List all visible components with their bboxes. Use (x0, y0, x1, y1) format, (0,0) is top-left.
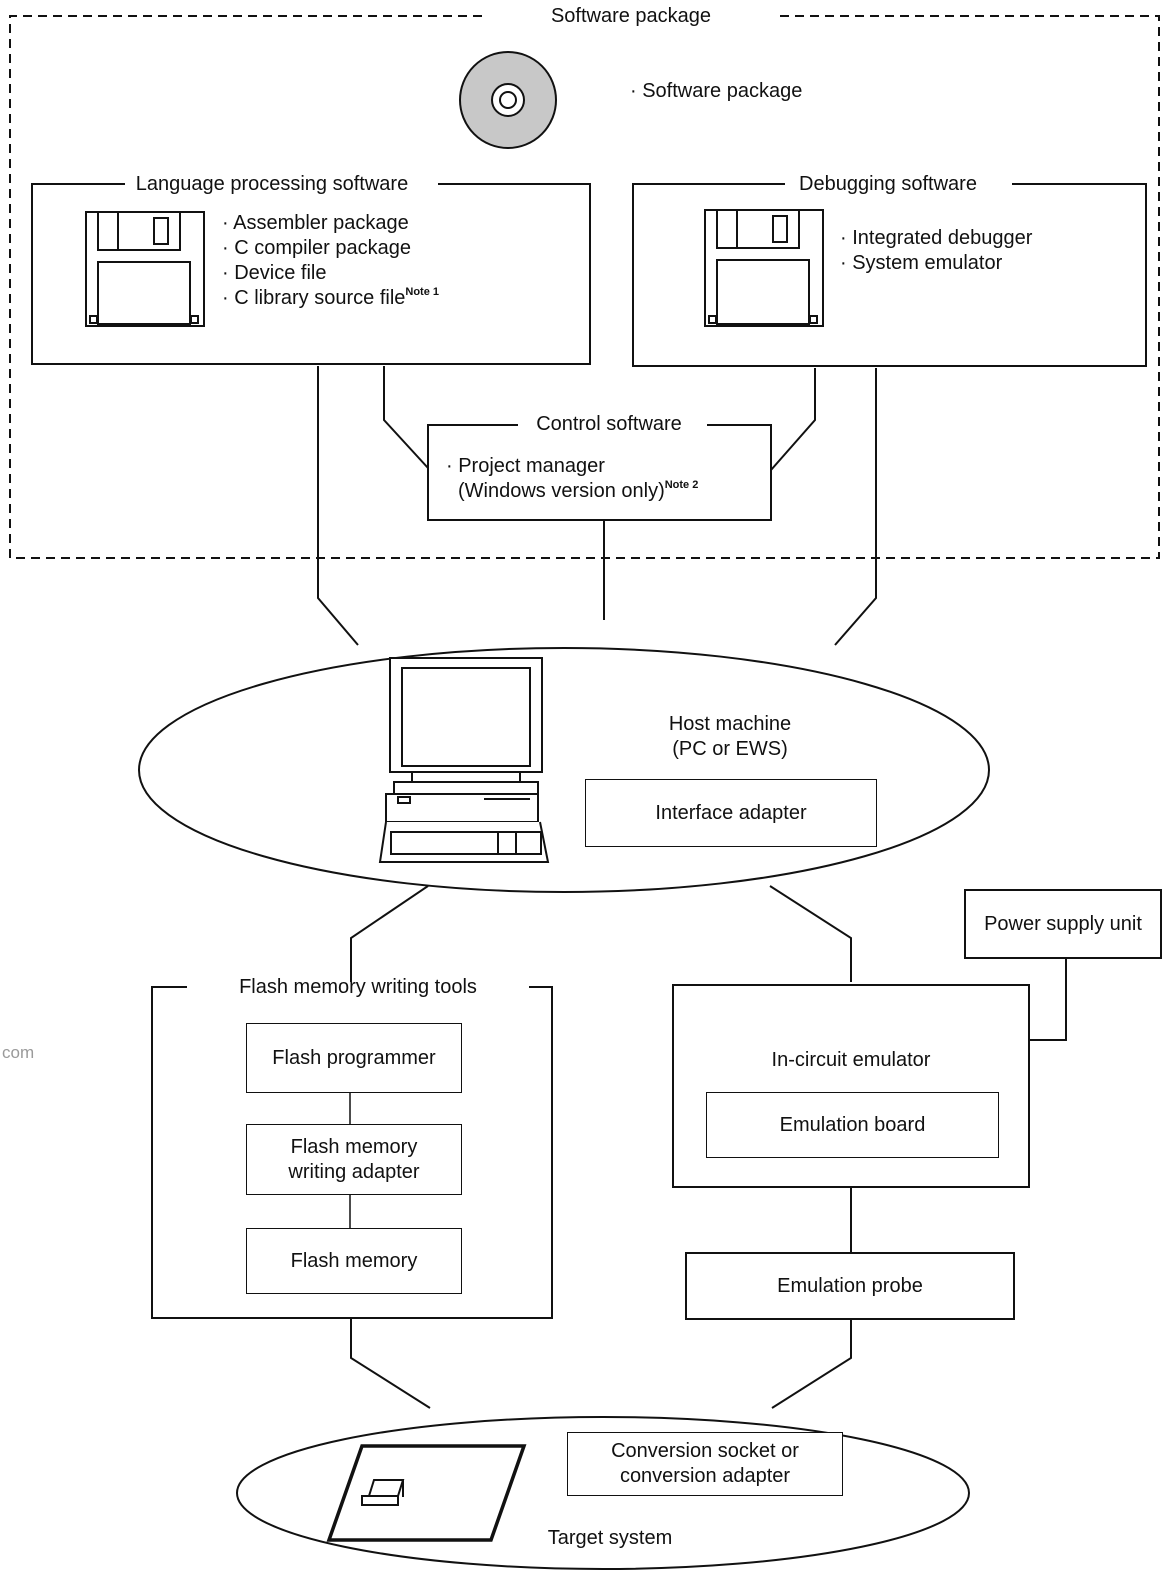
cd-disc-icon (459, 51, 557, 149)
software-package-frame (9, 15, 1160, 559)
debugging-software-title: Debugging software (799, 173, 977, 195)
floppy-disk-icon (704, 209, 824, 327)
ice-connectors (850, 958, 1067, 1252)
language-item-assembler: · Assembler package (222, 212, 409, 234)
software-package-title: Software package (550, 5, 712, 27)
flash-programmer-box: Flash programmer (246, 1023, 462, 1093)
watermark-text: com (2, 1043, 35, 1062)
host-machine-ellipse (138, 647, 990, 893)
software-package-label: · Software package (630, 80, 803, 102)
target-system-ellipse (236, 1416, 970, 1570)
host-machine-label: Host machine (PC or EWS) (620, 712, 840, 762)
debugging-software-box (632, 183, 1147, 367)
target-system-title: Target system (547, 1527, 673, 1549)
control-item-windows-only: (Windows version only)Note 2 (458, 479, 698, 504)
note-2: Note 2 (664, 479, 699, 491)
floppy-disk-icon (85, 211, 205, 327)
control-software-title: Control software (536, 413, 682, 435)
computer-icon (378, 657, 550, 863)
power-supply-unit-box: Power supply unit (964, 889, 1162, 959)
flash-writing-adapter-box: Flash memory writing adapter (246, 1124, 462, 1195)
host-machine-line2: (PC or EWS) (672, 738, 788, 760)
language-software-title: Language processing software (126, 172, 418, 197)
host-lower-connectors (350, 885, 852, 982)
c-library-label: · C library source file (222, 287, 406, 309)
language-item-device-file: · Device file (222, 262, 327, 284)
conversion-socket-box: Conversion socket or conversion adapter (567, 1432, 843, 1496)
debugging-item-integrated-debugger: · Integrated debugger (840, 227, 1033, 249)
conversion-socket-line2: conversion adapter (619, 1465, 791, 1487)
control-software-box (427, 424, 772, 521)
host-machine-line1: Host machine (668, 713, 792, 735)
windows-only-label: (Windows version only) (458, 480, 665, 502)
debugging-item-system-emulator: · System emulator (840, 252, 1003, 274)
note-1: Note 1 (405, 286, 440, 298)
language-item-c-library: · C library source fileNote 1 (222, 286, 439, 311)
flash-tools-title: Flash memory writing tools (239, 976, 477, 998)
emulation-board-box: Emulation board (706, 1092, 999, 1158)
flash-adapter-line2: writing adapter (288, 1160, 420, 1183)
flash-memory-box: Flash memory (246, 1228, 462, 1294)
in-circuit-emulator-title: In-circuit emulator (771, 1049, 931, 1071)
chip-icon (326, 1444, 527, 1542)
interface-adapter-box: Interface adapter (585, 779, 877, 847)
target-connectors (350, 1318, 852, 1409)
flash-adapter-line1: Flash memory (290, 1135, 418, 1158)
language-item-c-compiler: · C compiler package (222, 237, 411, 259)
language-software-box (31, 183, 591, 365)
software-host-connectors (317, 366, 877, 646)
conversion-socket-line1: Conversion socket or (611, 1440, 799, 1462)
control-item-project-manager: · Project manager (446, 455, 605, 477)
emulation-probe-box: Emulation probe (685, 1252, 1015, 1320)
